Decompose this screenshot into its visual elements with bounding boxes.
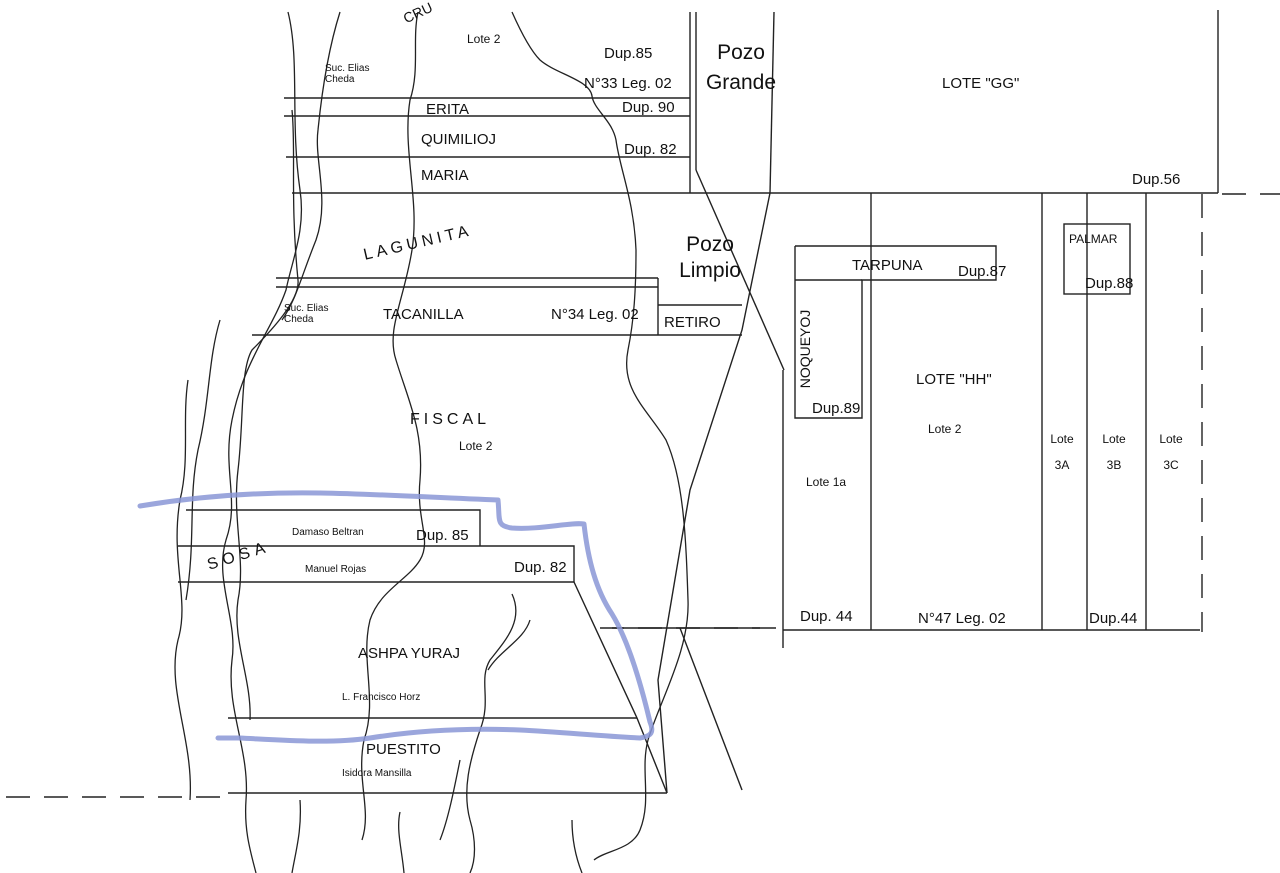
highlight-boundary [137, 490, 655, 744]
tacanilla-label: TACANILLA [383, 306, 464, 323]
dup56-label: Dup.56 [1132, 171, 1181, 188]
dup85-mid-label: Dup. 85 [416, 527, 469, 544]
ashpa-yuraj-label: ASHPA YURAJ [358, 645, 460, 662]
dashed-boundaries [6, 193, 1280, 798]
parcel-lines-left [178, 97, 1218, 719]
retiro-label: RETIRO [664, 314, 721, 331]
francisco-horz-label: L. Francisco Horz [342, 692, 421, 703]
lote-3b-label: Lote 3B [1102, 432, 1126, 472]
noqueyoj-label: NOQUEYOJ [797, 309, 813, 389]
isidora-mansilla-label: Isidora Mansilla [342, 768, 412, 779]
main-boundaries [228, 10, 1219, 794]
quimilioj-label: QUIMILIOJ [421, 131, 497, 148]
dup90-label: Dup. 90 [622, 99, 675, 116]
manuel-rojas-label: Manuel Rojas [305, 564, 367, 575]
fiscal-label: FISCAL [410, 411, 491, 428]
watercourses [174, 11, 689, 873]
lote-3c-label: Lote 3C [1159, 432, 1183, 472]
pozo-grande-label: Pozo Grande [705, 41, 777, 94]
n47-label: N°47 Leg. 02 [918, 610, 1006, 627]
maria-label: MARIA [421, 167, 469, 184]
palmar-label: PALMAR [1069, 232, 1118, 246]
erita-label: ERITA [426, 101, 470, 118]
lote-3a-label: Lote 3A [1050, 432, 1074, 472]
n34-label: N°34 Leg. 02 [551, 306, 639, 323]
lote-2-hh-label: Lote 2 [928, 422, 962, 436]
pozo-limpio-label: Pozo Limpio [679, 233, 741, 282]
dup85-top-label: Dup.85 [604, 45, 653, 62]
lote-gg-label: LOTE "GG" [942, 75, 1020, 92]
tarpuna-label: TARPUNA [852, 257, 923, 274]
puestito-label: PUESTITO [366, 741, 441, 758]
dup89-label: Dup.89 [812, 400, 861, 417]
dup88-label: Dup.88 [1085, 275, 1134, 292]
lote-2-top-label: Lote 2 [467, 32, 501, 46]
n33-label: N°33 Leg. 02 [584, 75, 672, 92]
lote-2-fiscal-label: Lote 2 [459, 439, 493, 453]
dup82-top-label: Dup. 82 [624, 141, 677, 158]
dup87-label: Dup.87 [958, 263, 1007, 280]
lote-hh-label: LOTE "HH" [916, 371, 992, 388]
dup82-mid-label: Dup. 82 [514, 559, 567, 576]
dup44-left-label: Dup. 44 [800, 608, 853, 625]
dup44-right-label: Dup.44 [1089, 610, 1138, 627]
damaso-beltran-label: Damaso Beltran [292, 527, 364, 538]
suc-elias-cheda-label: Suc. Elias Cheda [325, 63, 370, 85]
suc-elias-cheda-2-label: Suc. Elias Cheda [284, 303, 329, 325]
lote-1a-label: Lote 1a [806, 475, 847, 489]
